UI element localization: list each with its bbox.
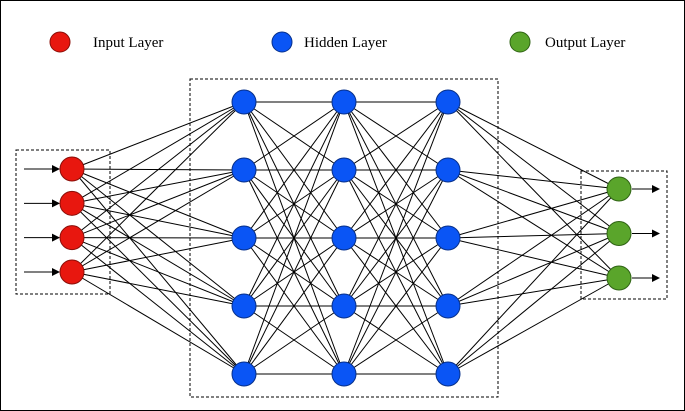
connection-line	[447, 101, 620, 279]
output-node	[606, 265, 632, 291]
connection-line	[71, 169, 245, 239]
connection-line	[343, 101, 449, 307]
io-arrows	[24, 165, 660, 282]
hidden-node	[435, 361, 461, 387]
connection-line	[447, 188, 620, 239]
hidden-node	[435, 293, 461, 319]
connections	[71, 101, 620, 375]
hidden-node	[331, 293, 357, 319]
connection-line	[71, 169, 245, 273]
connection-line	[447, 277, 620, 375]
legend-output-dot	[509, 31, 531, 53]
nodes	[59, 89, 632, 387]
connection-line	[343, 169, 449, 375]
connection-line	[447, 233, 620, 239]
connection-line	[343, 101, 449, 171]
connection-line	[447, 277, 620, 307]
connection-line	[447, 237, 620, 279]
hidden-node	[331, 225, 357, 251]
connection-line	[71, 237, 245, 375]
hidden-node	[435, 225, 461, 251]
connection-line	[447, 101, 620, 190]
connection-line	[71, 271, 245, 307]
hidden-node	[435, 157, 461, 183]
output-layer-frame	[580, 170, 668, 300]
connection-line	[343, 101, 449, 375]
connection-line	[447, 169, 620, 279]
connection-line	[71, 101, 245, 273]
hidden-node	[331, 361, 357, 387]
connection-line	[447, 101, 620, 234]
connection-line	[447, 188, 620, 375]
legend-input-label: Input Layer	[93, 35, 163, 51]
connection-line	[243, 305, 345, 375]
connection-line	[243, 101, 345, 375]
input-node	[59, 190, 85, 216]
connection-line	[243, 101, 345, 239]
connection-line	[343, 101, 449, 239]
legend-input-dot	[49, 31, 71, 53]
connection-line	[71, 101, 245, 170]
hidden-node	[231, 157, 257, 183]
hidden-node	[231, 89, 257, 115]
legend-output-label: Output Layer	[545, 35, 625, 51]
hidden-node	[231, 293, 257, 319]
legend-hidden-dot	[271, 31, 293, 53]
connection-line	[447, 169, 620, 190]
connection-line	[447, 233, 620, 307]
connection-line	[71, 101, 245, 204]
connection-line	[447, 188, 620, 307]
hidden-node	[231, 225, 257, 251]
hidden-node	[231, 361, 257, 387]
input-node	[59, 225, 85, 251]
connection-line	[243, 237, 345, 375]
output-node	[606, 221, 632, 246]
legend-hidden-label: Hidden Layer	[304, 35, 387, 51]
connection-line	[71, 237, 245, 307]
hidden-node	[331, 89, 357, 115]
hidden-node	[331, 157, 357, 183]
connection-line	[243, 101, 345, 171]
connection-line	[447, 233, 620, 375]
input-layer-frame	[15, 149, 111, 295]
connection-line	[71, 101, 245, 239]
connection-line	[71, 271, 245, 375]
connection-line	[343, 305, 449, 375]
connection-line	[447, 169, 620, 234]
connection-line	[343, 237, 449, 375]
input-node	[59, 259, 85, 285]
output-node	[606, 176, 632, 202]
input-node	[59, 156, 85, 182]
hidden-node	[435, 89, 461, 115]
connection-line	[243, 169, 345, 375]
connection-line	[71, 237, 245, 273]
legend: Input Layer Hidden Layer Output Layer	[49, 31, 625, 53]
connection-line	[243, 101, 345, 307]
